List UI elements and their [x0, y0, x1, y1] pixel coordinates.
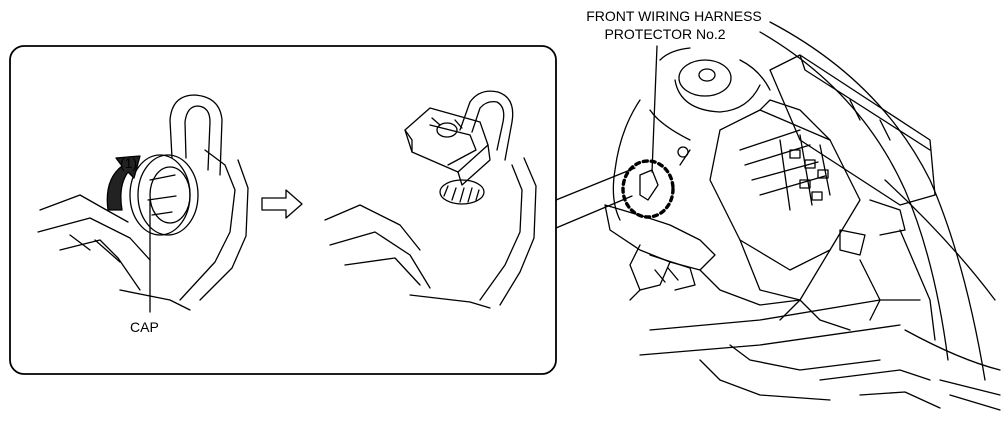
- callout-label-line1: FRONT WIRING HARNESS: [586, 8, 762, 24]
- step-number-label: (1): [120, 155, 137, 171]
- highlight-circle: [621, 159, 675, 219]
- cap-label: CAP: [130, 319, 159, 335]
- callout-leader-lines: [555, 167, 636, 229]
- engine-bay-drawing: [604, 21, 1001, 411]
- right-arrow-icon: [261, 189, 303, 219]
- rotate-arrow-icon: [106, 155, 141, 211]
- detail-inset-frame: [9, 45, 557, 375]
- before-view-drawing: [37, 94, 249, 311]
- after-view-drawing: [324, 90, 537, 309]
- protector-leader-line: [651, 45, 658, 173]
- callout-label-line2: PROTECTOR No.2: [604, 26, 725, 42]
- protector-clip: [639, 169, 659, 201]
